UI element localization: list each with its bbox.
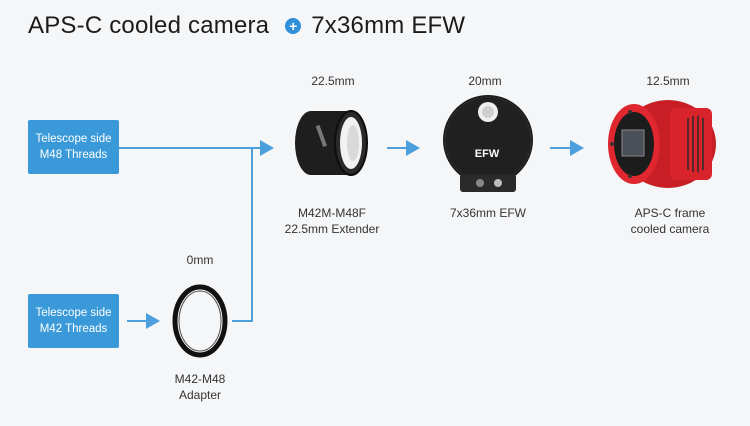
- adapter-ring-icon: [172, 284, 228, 358]
- m48-threads-box: Telescope side M48 Threads: [28, 120, 119, 174]
- camera-name-line1: APS-C frame: [634, 206, 706, 220]
- adapter-name-line1: M42-M48: [174, 372, 226, 386]
- camera-label: APS-C frame cooled camera: [615, 205, 725, 237]
- title-right: 7x36mm EFW: [311, 12, 466, 39]
- adapter-label: M42-M48 Adapter: [160, 371, 240, 403]
- efw-logo: EFW: [474, 148, 500, 160]
- adapter-size: 0mm: [186, 253, 214, 267]
- m48-line1: Telescope side: [35, 133, 112, 145]
- title-bar: APS-C cooled camera + 7x36mm EFW: [28, 10, 465, 42]
- title-left: APS-C cooled camera: [28, 12, 270, 39]
- m42-threads-box: Telescope side M42 Threads: [28, 294, 119, 348]
- extender-name-line1: M42M-M48F: [297, 206, 366, 220]
- efw-label: 7x36mm EFW: [440, 205, 536, 221]
- extender-label: M42M-M48F 22.5mm Extender: [272, 205, 392, 237]
- extender-size: 22.5mm: [311, 74, 355, 88]
- adapter-name-line2: Adapter: [178, 388, 222, 402]
- camera-body-icon: [608, 100, 716, 188]
- extender-name-line2: 22.5mm Extender: [284, 222, 380, 236]
- efw-size: 20mm: [468, 74, 502, 88]
- camera-size: 12.5mm: [646, 74, 690, 88]
- m42-line2: M42 Threads: [39, 323, 108, 335]
- extender-tube-icon: [295, 110, 368, 176]
- efw-wheel-icon: [443, 95, 533, 192]
- m48-line2: M48 Threads: [39, 149, 108, 161]
- efw-name-line1: 7x36mm EFW: [449, 206, 526, 220]
- m42-line1: Telescope side: [35, 307, 112, 319]
- plus-icon: +: [285, 18, 302, 34]
- camera-name-line2: cooled camera: [630, 222, 710, 236]
